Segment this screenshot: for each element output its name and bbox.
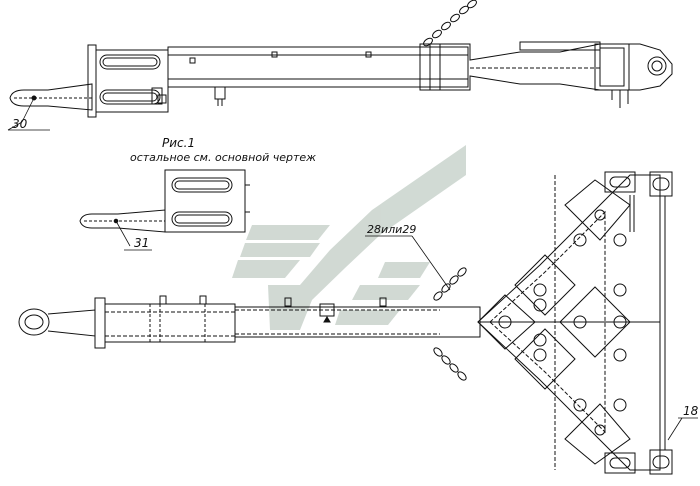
figure-caption: Рис.1 bbox=[162, 136, 195, 150]
callout-30-label: 30 bbox=[12, 117, 28, 131]
callout-31-label: 31 bbox=[134, 236, 149, 250]
watermark-logo bbox=[232, 145, 466, 330]
callout-28-29-label: 28или29 bbox=[367, 223, 416, 236]
figure-note: остальное см. основной чертеж bbox=[130, 151, 316, 164]
callout-18: 18 bbox=[667, 404, 699, 441]
detail-view bbox=[79, 169, 250, 233]
callout-28-29: 28или29 bbox=[365, 223, 451, 291]
callout-30: 30 bbox=[7, 97, 50, 131]
callout-31: 31 bbox=[115, 220, 152, 251]
upper-drawbar bbox=[9, 0, 673, 118]
callout-18-label: 18 bbox=[683, 404, 699, 418]
lower-drawbar bbox=[18, 171, 673, 475]
